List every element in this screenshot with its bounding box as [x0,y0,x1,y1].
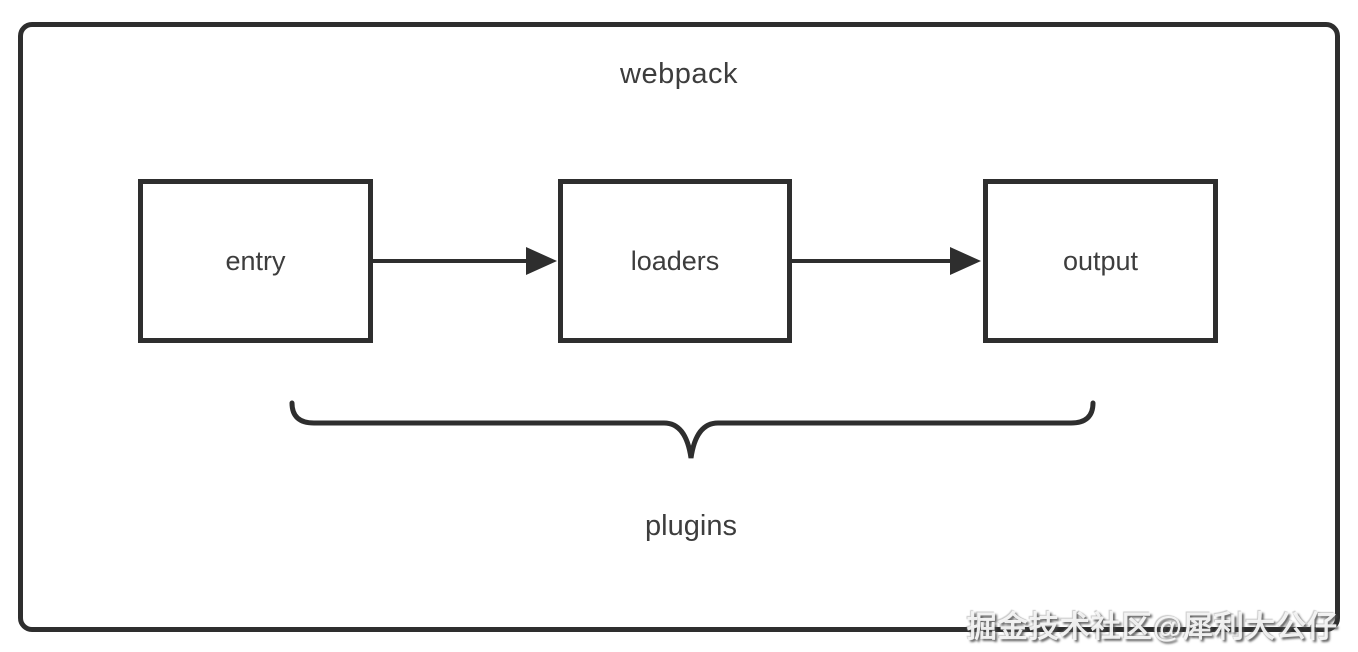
node-output-label: output [1062,245,1139,276]
brace-label-plugins: plugins [645,510,737,542]
node-loaders-label: loaders [630,245,720,276]
diagram-title: webpack [620,58,738,90]
node-output: output [983,179,1218,343]
node-entry-label: entry [225,245,286,276]
node-entry: entry [138,179,373,343]
node-loaders: loaders [558,179,792,343]
watermark-text: 掘金技术社区@犀利大公仔 [966,611,1338,644]
